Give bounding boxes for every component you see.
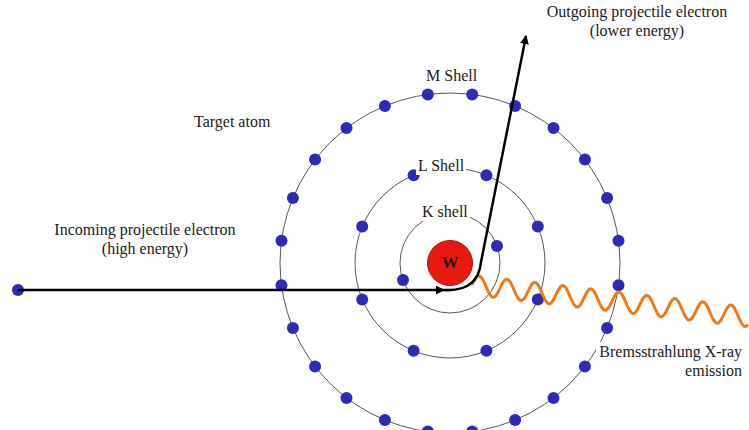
electron xyxy=(356,293,368,305)
electron xyxy=(579,154,591,166)
electron xyxy=(287,192,299,204)
electron xyxy=(601,192,613,204)
electron xyxy=(579,361,591,373)
electron xyxy=(509,414,521,426)
electron xyxy=(356,221,368,233)
electron xyxy=(341,122,353,134)
incoming-path xyxy=(18,289,444,292)
electron xyxy=(276,235,288,247)
electron xyxy=(341,392,353,404)
shell-label: K shell xyxy=(420,202,470,221)
outgoing-label: Outgoing projectile electron (lower ener… xyxy=(532,2,742,40)
m-shell-orbit xyxy=(280,93,620,430)
electron xyxy=(408,345,420,357)
nucleus-symbol: W xyxy=(442,253,459,273)
shell-label: M Shell xyxy=(424,66,479,85)
electron-dots xyxy=(276,89,625,430)
electron xyxy=(379,100,391,112)
emission-label: Bremsstrahlung X-ray emission xyxy=(596,342,744,380)
electron xyxy=(601,322,613,334)
electron xyxy=(422,426,434,430)
electron xyxy=(548,392,560,404)
atom-label: Target atom xyxy=(192,112,272,131)
electron xyxy=(491,240,503,252)
k-shell-orbit xyxy=(400,213,500,313)
electron xyxy=(422,89,434,101)
electron xyxy=(480,345,492,357)
electron xyxy=(548,122,560,134)
electron xyxy=(466,426,478,430)
electron xyxy=(287,322,299,334)
electron xyxy=(480,169,492,181)
electron xyxy=(309,154,321,166)
electron xyxy=(613,235,625,247)
l-shell-orbit xyxy=(355,168,545,358)
electron xyxy=(532,221,544,233)
bremsstrahlung-wave xyxy=(472,276,748,327)
electron xyxy=(466,89,478,101)
electron xyxy=(379,414,391,426)
nucleus: W xyxy=(427,240,473,286)
shell-label: L Shell xyxy=(416,156,466,175)
electron xyxy=(613,279,625,291)
electron xyxy=(397,274,409,286)
incoming-label: Incoming projectile electron (high energ… xyxy=(40,220,250,258)
electron xyxy=(309,361,321,373)
